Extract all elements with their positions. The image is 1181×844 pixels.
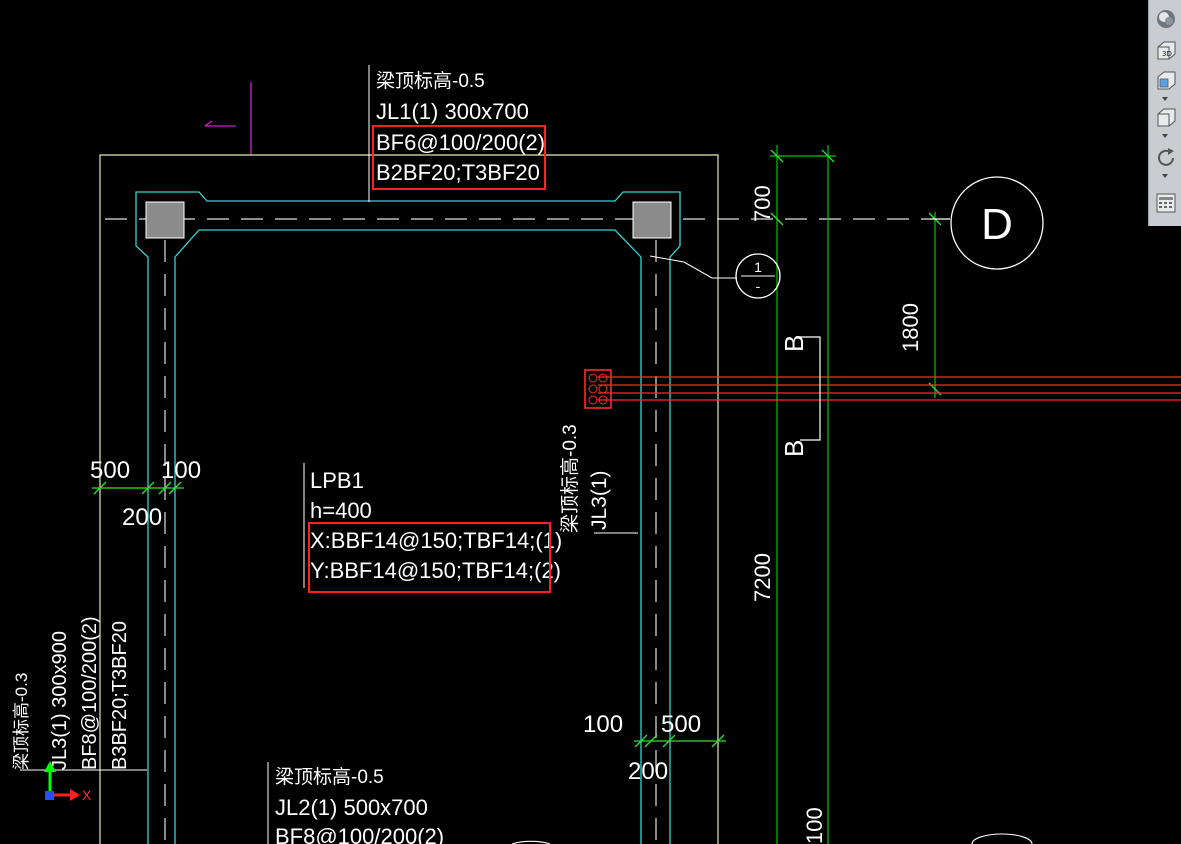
beam-boundaries	[135, 191, 681, 844]
section-mark[interactable]: B B	[779, 335, 821, 457]
beam-right-elev: 梁顶标高-0.3	[559, 424, 581, 533]
slab-name: LPB1	[310, 468, 364, 493]
chevron-down-icon[interactable]	[1162, 97, 1168, 101]
beam-right-name: JL3(1)	[588, 470, 611, 530]
slab-annotation[interactable]: LPB1 h=400 X:BBF14@150;TBF14;(1) Y:BBF14…	[303, 463, 562, 593]
beam-top-stirrup: BF6@100/200(2)	[376, 130, 545, 155]
beam-centerlines	[105, 218, 930, 844]
beam-left-elev: 梁顶标高-0.3	[12, 673, 31, 770]
beam-top-name: JL1(1) 300x700	[376, 99, 529, 124]
dim-1800: 1800	[898, 303, 923, 352]
beam-left-name: JL3(1) 300x900	[49, 631, 71, 770]
view-3d-icon[interactable]: 3D	[1153, 38, 1178, 63]
dim-700: 700	[750, 185, 775, 222]
beam-left-annotation[interactable]: 梁顶标高-0.3 JL3(1) 300x900 BF8@100/200(2) B…	[12, 616, 147, 771]
detail-bubble-top: 1	[754, 259, 762, 275]
viewcube-settings-icon[interactable]	[1153, 190, 1178, 215]
beam-left-stirrup: BF8@100/200(2)	[79, 616, 101, 770]
beam-bottom-name: JL2(1) 500x700	[275, 795, 428, 820]
pipe-lines	[598, 376, 1181, 401]
section-mark-bottom: B	[779, 440, 809, 457]
view-box-icon[interactable]	[1153, 105, 1178, 130]
dim-7200: 7200	[750, 553, 775, 602]
view-box-icon[interactable]	[1153, 68, 1178, 93]
dim-100-bottom: 100	[802, 807, 827, 844]
magenta-leader	[204, 82, 252, 155]
dim-left-500: 500	[90, 457, 130, 484]
detail-bubble-bottom: -	[756, 278, 761, 294]
highlight-box-top	[372, 125, 546, 190]
beam-top-annotation[interactable]: 梁顶标高-0.5 JL1(1) 300x700 BF6@100/200(2) B…	[368, 65, 546, 202]
beam-bottom-annotation[interactable]: 梁顶标高-0.5 JL2(1) 500x700 BF8@100/200(2)	[267, 762, 444, 844]
dim-right-100: 100	[583, 711, 623, 738]
column-left[interactable]	[145, 201, 185, 239]
slab-x-rebar: X:BBF14@150;TBF14;(1)	[310, 528, 562, 553]
beam-left-rebar: B3BF20;T3BF20	[109, 621, 131, 770]
dim-right-500: 500	[661, 711, 701, 738]
navigation-bar: 3D	[1148, 0, 1181, 226]
orbit-icon[interactable]	[1153, 145, 1178, 170]
ucs-icon: X	[44, 761, 92, 803]
partial-bubble-bottom	[511, 840, 551, 844]
beam-right-annotation[interactable]: 梁顶标高-0.3 JL3(1)	[559, 424, 638, 534]
foundation-outline	[99, 154, 719, 844]
dim-left-100: 100	[161, 457, 201, 484]
grid-axis-lines	[770, 145, 936, 844]
dim-right-200: 200	[628, 758, 668, 785]
dim-left-200: 200	[122, 504, 162, 531]
beam-bottom-elev: 梁顶标高-0.5	[275, 766, 384, 788]
pipe-bundle-icon[interactable]	[584, 369, 612, 409]
chevron-down-icon[interactable]	[1162, 174, 1168, 178]
dims-left: 500 100 200	[90, 457, 201, 531]
slab-y-rebar: Y:BBF14@150;TBF14;(2)	[310, 558, 561, 583]
detail-bubble[interactable]: 1 -	[649, 253, 781, 299]
highlight-box-slab	[308, 522, 551, 593]
column-right[interactable]	[632, 201, 672, 239]
dims-right: 100 500 200	[583, 711, 726, 785]
slab-thickness: h=400	[310, 498, 372, 523]
partial-bubble-bottom-right	[971, 833, 1033, 844]
beam-top-elev: 梁顶标高-0.5	[376, 70, 485, 92]
svg-text:3D: 3D	[1162, 50, 1172, 58]
steering-wheel-icon[interactable]	[1153, 6, 1178, 31]
chevron-down-icon[interactable]	[1162, 134, 1168, 138]
beam-bottom-stirrup: BF8@100/200(2)	[275, 824, 444, 844]
axis-bubble-d[interactable]: D	[930, 176, 1044, 270]
section-mark-top: B	[779, 335, 809, 352]
axis-bubble-label: D	[981, 200, 1013, 249]
beam-top-rebar: B2BF20;T3BF20	[376, 160, 540, 185]
ucs-x-label: X	[82, 787, 92, 803]
